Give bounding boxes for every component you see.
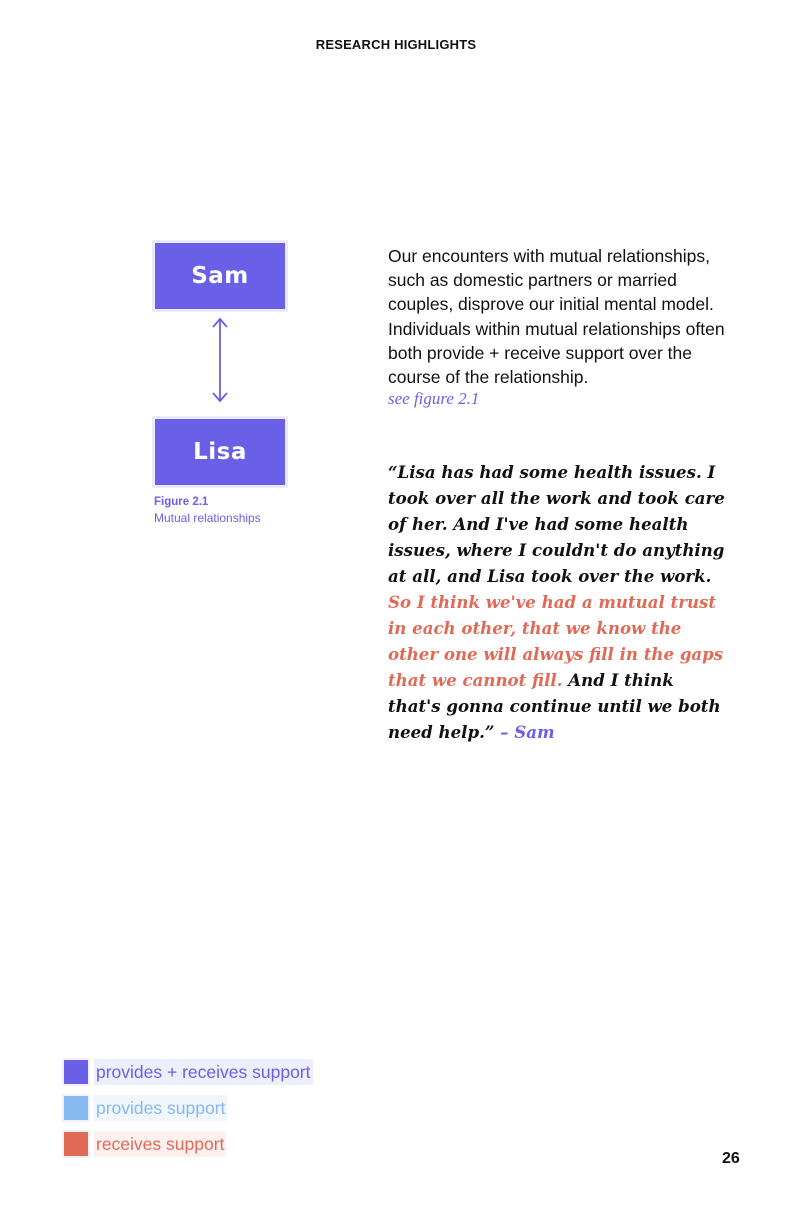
legend-label: provides support bbox=[94, 1095, 228, 1121]
section-header: RESEARCH HIGHLIGHTS bbox=[315, 37, 477, 52]
legend-item-receives: receives support bbox=[62, 1130, 313, 1158]
node-sam: Sam bbox=[152, 240, 288, 312]
pull-quote: “Lisa has had some health issues. I took… bbox=[388, 459, 728, 745]
legend-swatch bbox=[62, 1058, 90, 1086]
figure-reference-link[interactable]: see figure 2.1 bbox=[388, 389, 480, 408]
page-number: 26 bbox=[722, 1150, 740, 1167]
legend: provides + receives support provides sup… bbox=[62, 1058, 313, 1166]
quote-text-part1: “Lisa has had some health issues. I took… bbox=[388, 462, 725, 586]
quote-text-part2: And I think that's gonna continue until … bbox=[388, 670, 721, 742]
node-lisa: Lisa bbox=[152, 416, 288, 488]
body-paragraph: Our encounters with mutual relationships… bbox=[388, 246, 725, 388]
legend-label: provides + receives support bbox=[94, 1059, 313, 1085]
legend-item-provides-receives: provides + receives support bbox=[62, 1058, 313, 1086]
quote-attribution: – Sam bbox=[500, 722, 555, 742]
figure-number: Figure 2.1 bbox=[154, 496, 209, 508]
legend-item-provides: provides support bbox=[62, 1094, 313, 1122]
legend-swatch bbox=[62, 1130, 90, 1158]
quote-highlight: So I think we've had a mutual trust in e… bbox=[388, 592, 724, 690]
figure-title: Mutual relationships bbox=[154, 511, 261, 525]
legend-label: receives support bbox=[94, 1131, 227, 1157]
figure-caption: Figure 2.1 Mutual relationships bbox=[154, 494, 261, 526]
legend-swatch bbox=[62, 1094, 90, 1122]
bidirectional-arrow-icon bbox=[212, 317, 228, 403]
